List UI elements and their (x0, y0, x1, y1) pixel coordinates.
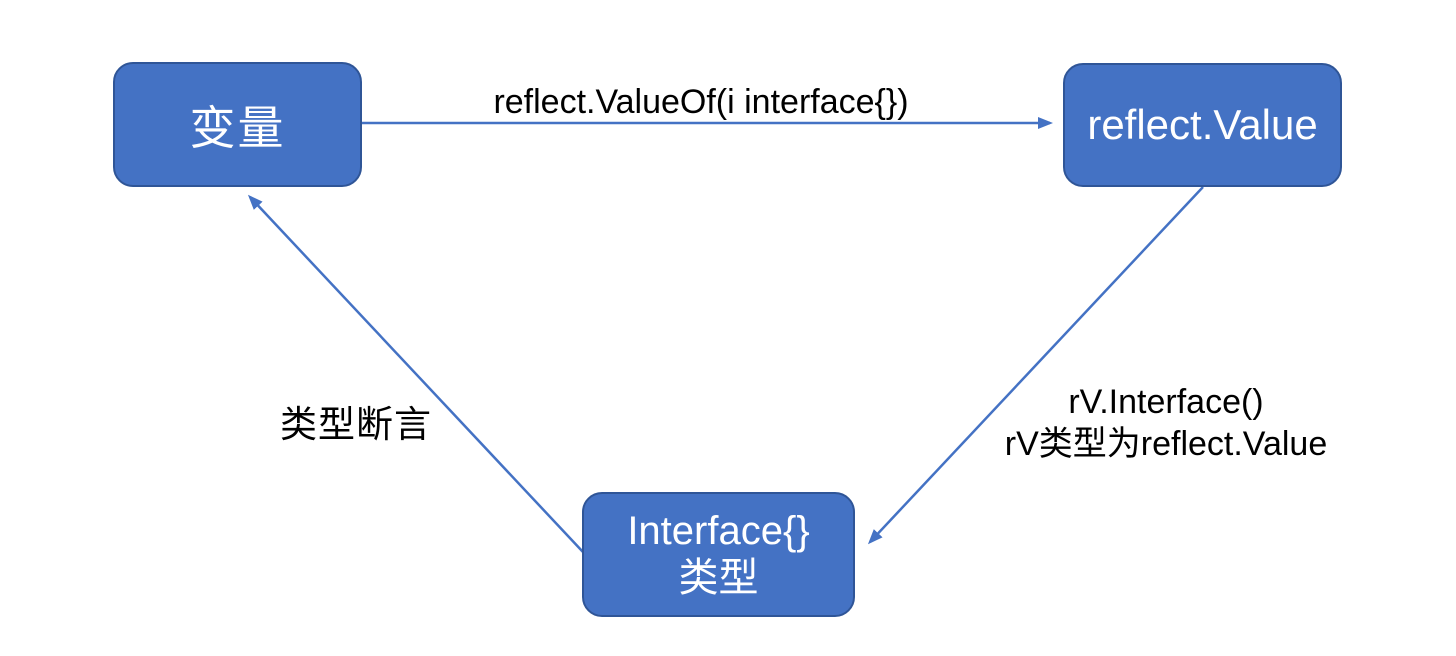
node-reflect-value: reflect.Value (1063, 63, 1342, 187)
edge-label-type-assertion-text: 类型断言 (280, 404, 432, 445)
node-variable: 变量 (113, 62, 362, 187)
node-reflect-value-label: reflect.Value (1087, 101, 1318, 148)
edge-label-valueof: reflect.ValueOf(i interface{}) (400, 83, 1002, 122)
arrow-reflectvalue-to-interfacetype (867, 186, 1204, 545)
arrow-interfacetype-to-variable (247, 194, 584, 553)
edge-label-to-interface-line1: rV.Interface() (1068, 383, 1264, 421)
edge-label-to-interface-line2: rV类型为reflect.Value (1004, 425, 1328, 464)
node-interface-type-label-line1: Interface{} (627, 508, 810, 553)
node-interface-type: Interface{} 类型 (582, 492, 855, 617)
node-variable-label: 变量 (189, 101, 286, 154)
edge-label-valueof-text: reflect.ValueOf(i interface{}) (493, 83, 909, 121)
edge-label-type-assertion: 类型断言 (256, 394, 456, 448)
node-interface-type-label-line2: 类型 (678, 555, 759, 600)
edge-label-to-interface: rV.Interface() rV类型为reflect.Value (1000, 381, 1332, 465)
